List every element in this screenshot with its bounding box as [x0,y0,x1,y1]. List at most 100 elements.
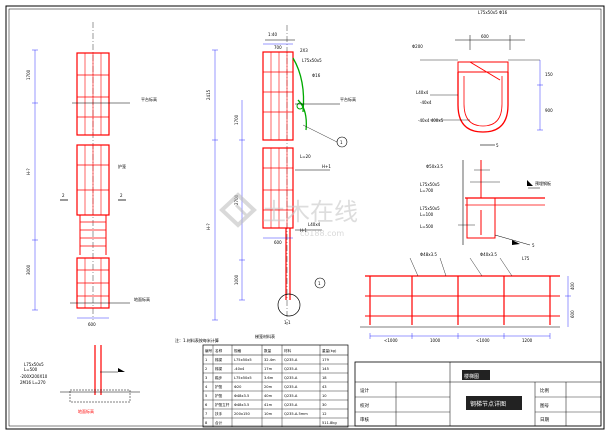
right-callout-2: 1 [318,281,321,286]
left-section-mark-b: 2 [120,193,123,198]
table-cell: -40x4 [234,367,245,371]
table-cell: 41m [264,403,273,407]
handrail-elevation [360,257,571,339]
conn-label-len-3: L=500 [420,224,434,229]
base-note-angle: L75x50x5 [24,362,44,367]
right-callout-1: 1 [340,140,343,145]
table-cell: Q235-A [284,385,298,389]
rail-label-l75: L75 [522,256,530,261]
right-label-count: 2X3 [300,48,308,53]
rail-dim-6: 600 [570,310,575,318]
left-label-platform: 平台标高 [141,96,157,102]
table-cell: 511.8kg [322,421,337,425]
right-label-h-minus: H-1 [300,228,307,233]
table-cell: 梯梁 [215,357,223,362]
table-cell: 40m [264,394,273,398]
table-cell: Φ48x3.5 [234,403,249,407]
table-cell: 梯梁 [215,366,223,371]
table-cell: 1 [205,358,207,362]
right-dim-middle: 2700 [234,194,239,205]
table-header-cell: 材料 [284,348,292,353]
table-cell: 12 [322,412,327,416]
plan-label-angle: L75x50x5 Φ16 [478,10,508,15]
rail-label-mid: Φ40x3.5 [480,252,497,257]
table-header-cell: 重量(kg) [322,348,337,353]
plan-label-dia: Φ200 [412,44,423,49]
left-dim-bottom: 3000 [26,264,31,275]
left-section-mark-a: 2 [62,193,65,198]
right-dim-top: 2415 [206,89,211,100]
left-ladder-elevation [32,22,130,320]
table-cell: 8 [205,421,208,425]
cage-plan-detail [420,35,543,146]
table-cell: 10 [322,394,327,398]
tb-check: 校对 [360,402,369,409]
right-dim-width: 600 [274,240,282,245]
conn-tag-5: 5 [532,243,535,248]
table-cell: Q235-A [284,403,298,407]
table-header-cell: 编号 [205,348,213,353]
right-dim-height: H-? [206,223,211,230]
material-table [202,344,349,428]
right-dim-cage: 1700 [234,114,239,125]
table-cell: 3 [205,376,207,380]
table-cell: 7 [205,412,207,416]
table-cell: 32.4m [264,358,276,362]
plan-tag-5: 5 [496,143,499,148]
rail-dim-1: <1000 [384,338,398,343]
table-cell: 17m [264,367,273,371]
watermark-url: co188.com [300,229,344,238]
table-header-cell: 数量 [264,348,272,353]
table-cell: 5 [205,394,207,398]
table-cell: 179 [322,358,330,362]
right-label-length: L=20 [300,154,311,159]
title-block [354,361,602,427]
plan-dim-150: 150 [545,72,553,77]
conn-label-len: L=700 [420,188,434,193]
rail-dim-2: 1000 [430,338,441,343]
table-cell: 踏步 [215,375,223,380]
watermark [219,192,257,228]
tb-date: 日期 [540,417,549,423]
table-cell: Q235-A.5mm [284,412,308,416]
right-label-h-plus: H+1 [322,164,331,169]
table-cell: Q235-A [284,367,298,371]
table-cell: 145 [322,367,329,371]
table-cell: 200x150 [234,412,251,416]
tb-design: 设计 [360,387,369,394]
drawing-name: 钢梯节点详图 [470,400,506,408]
table-cell: 18 [322,376,327,380]
right-label-scale: 1:40 [268,32,277,37]
left-label-ground: 地面标高 [134,296,150,302]
inner-frame [8,8,602,427]
table-cell: L75x50x5 [234,358,252,362]
title-stamp: 楼梯图 [464,373,479,380]
watermark-text: 土木在线 [262,198,358,226]
plan-label-flat: -40x4 [420,100,432,105]
table-cell: 护笼立杆 [215,402,230,407]
rail-dim-3: <1000 [476,338,490,343]
conn-label-angle-2: L75x50x5 [420,206,440,211]
table-cell: Φ48x3.5 [234,394,249,398]
table-cell: 43 [322,385,327,389]
tb-drawing-no: 图号 [540,403,549,409]
conn-label-angle: L75x50x5 [420,182,440,187]
table-cell: 护笼 [215,393,223,398]
table-cell: 护笼 [215,384,223,389]
rail-dim-5: 400 [570,282,575,290]
right-label-rod: Φ16 [312,73,321,78]
right-section-label: 1-1 [284,320,291,325]
left-label-cage: 护笼 [118,163,126,169]
left-base-detail [60,345,140,403]
left-dim-height: H-? [26,168,31,175]
rail-label-top: Φ48x3.5 [420,252,437,257]
table-cell: Q235-A [284,358,298,362]
plan-dim-900: 900 [545,108,553,113]
table-header-cell: 名称 [215,348,223,353]
table-cell: 6 [205,403,208,407]
table-cell: 扶手 [215,411,223,416]
plan-label-width: 600 [481,34,489,39]
base-note-plate: -200X200X10 [20,374,48,379]
right-label-flat: L40x4 [308,222,321,227]
